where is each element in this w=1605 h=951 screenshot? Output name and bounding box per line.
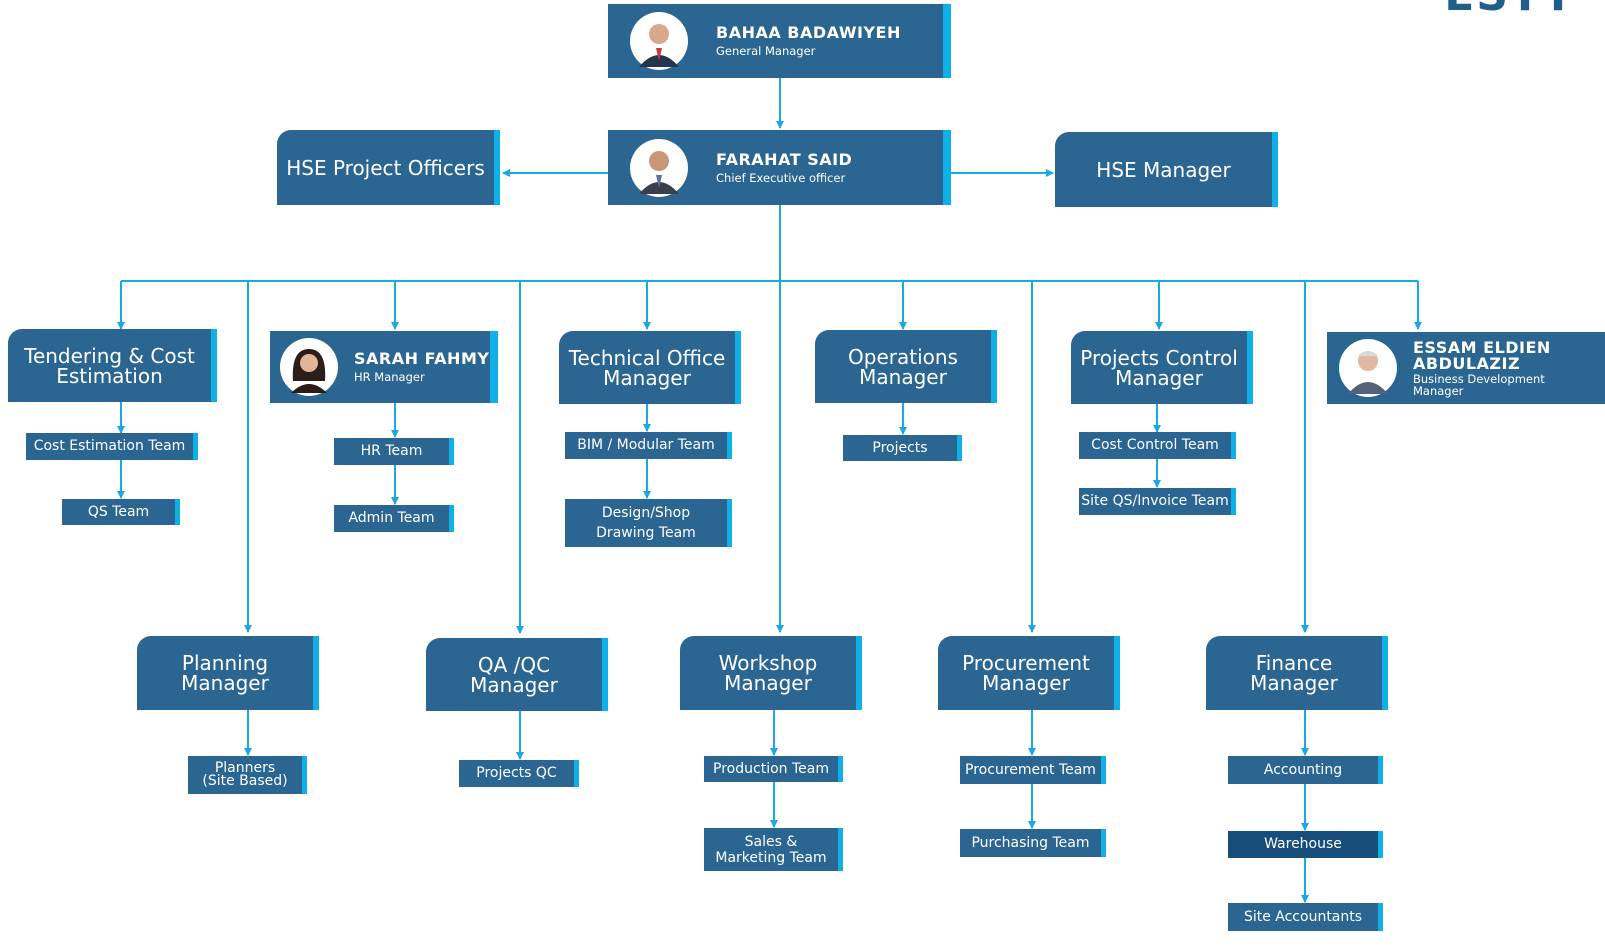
team-procurement: Procurement Team: [960, 756, 1106, 784]
team-bim-modular: BIM / Modular Team: [565, 432, 732, 459]
hr-manager-name: SARAH FAHMY: [354, 349, 490, 368]
operations-manager-box: Operations Manager: [815, 330, 997, 403]
general-manager-card: BAHAA BADAWIYEH General Manager: [608, 4, 951, 78]
team-design-shop-drawing: Design/Shop Drawing Team: [565, 499, 732, 547]
team-production: Production Team: [704, 756, 843, 782]
hr-manager-title: HR Manager: [354, 370, 425, 384]
team-sales-marketing: Sales & Marketing Team: [704, 828, 843, 871]
team-hr: HR Team: [334, 438, 454, 465]
qa-qc-manager-box: QA /QC Manager: [426, 638, 608, 711]
team-cost-control: Cost Control Team: [1079, 432, 1236, 459]
ceo-card: FARAHAT SAID Chief Executive officer: [608, 130, 951, 205]
technical-office-manager-box: Technical Office Manager: [559, 331, 741, 404]
gm-title: General Manager: [716, 44, 816, 58]
team-projects-qc: Projects QC: [459, 760, 579, 787]
team-site-qs-invoice: Site QS/Invoice Team: [1079, 488, 1236, 515]
team-projects: Projects: [843, 435, 962, 461]
finance-manager-box: Finance Manager: [1206, 636, 1388, 710]
team-purchasing: Purchasing Team: [960, 829, 1106, 857]
hr-manager-card: SARAH FAHMY HR Manager: [270, 331, 498, 403]
team-site-accountants: Site Accountants: [1228, 903, 1383, 931]
team-admin: Admin Team: [334, 505, 454, 532]
gm-name: BAHAA BADAWIYEH: [716, 23, 901, 42]
team-cost-estimation: Cost Estimation Team: [26, 433, 198, 460]
team-accounting: Accounting: [1228, 756, 1383, 784]
tendering-manager-box: Tendering & Cost Estimation: [8, 329, 217, 402]
team-planners-site-based: Planners (Site Based): [188, 756, 307, 794]
corner-logo-text: ESTT: [1444, 0, 1575, 21]
business-development-manager-card: ESSAM ELDIEN ABDULAZIZ Business Developm…: [1327, 332, 1605, 404]
avatar: [280, 338, 338, 396]
hse-manager-box: HSE Manager: [1055, 132, 1278, 207]
bizdev-manager-title: Business Development Manager: [1413, 371, 1545, 398]
projects-control-manager-box: Projects Control Manager: [1071, 331, 1253, 404]
workshop-manager-box: Workshop Manager: [680, 636, 862, 710]
team-qs: QS Team: [62, 499, 180, 525]
team-warehouse: Warehouse: [1228, 831, 1383, 858]
avatar: [630, 138, 688, 197]
bizdev-manager-name: ESSAM ELDIEN ABDULAZIZ: [1413, 337, 1551, 373]
ceo-name: FARAHAT SAID: [716, 149, 853, 169]
avatar: [630, 12, 688, 70]
planning-manager-box: Planning Manager: [137, 636, 319, 710]
avatar: [1339, 339, 1397, 397]
ceo-title: Chief Executive officer: [716, 170, 846, 185]
hse-project-officers-box: HSE Project Officers: [277, 130, 500, 205]
procurement-manager-box: Procurement Manager: [938, 636, 1120, 710]
